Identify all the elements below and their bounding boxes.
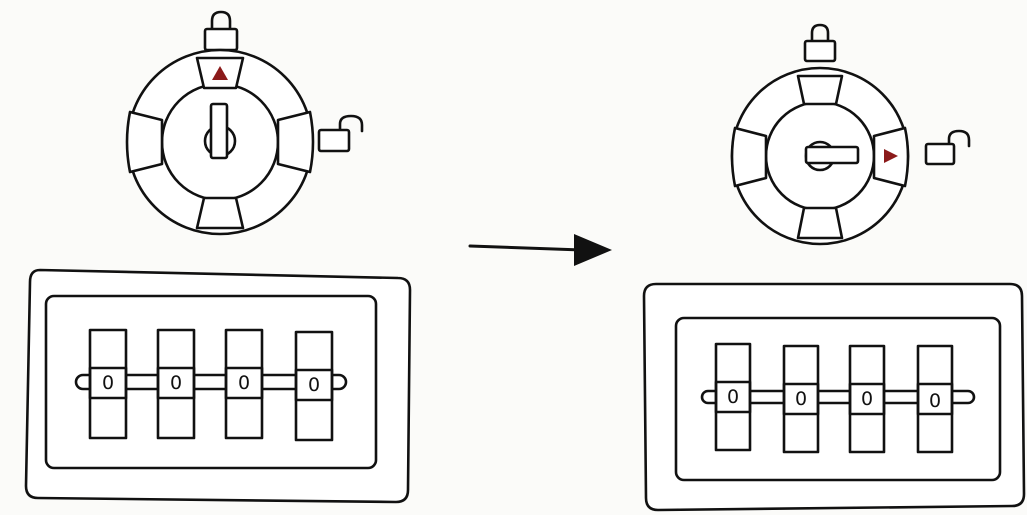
combination-wheel[interactable]: 0 — [782, 344, 820, 454]
padlock-closed-icon — [203, 10, 239, 52]
combination-wheel[interactable]: 0 — [156, 328, 196, 440]
combination-wheel[interactable]: 0 — [916, 344, 954, 454]
dial-knob[interactable] — [209, 102, 229, 160]
combination-wheel[interactable]: 0 — [88, 328, 128, 440]
wheel-digit: 0 — [102, 372, 114, 394]
combination-lock: 0 0 0 0 — [642, 282, 1026, 512]
dial-segment-left — [730, 126, 768, 188]
dial-segment-left — [125, 110, 164, 174]
wheel-digit: 0 — [929, 390, 941, 412]
padlock-open-icon — [924, 129, 971, 166]
combination-wheel[interactable]: 0 — [848, 344, 886, 454]
wheel-digit: 0 — [170, 372, 182, 394]
before-panel: 0 0 0 0 — [24, 10, 412, 504]
dial-segment-top — [796, 74, 844, 106]
wheel-digit: 0 — [861, 388, 873, 410]
combination-lock: 0 0 0 0 — [24, 268, 412, 504]
dial-segment-bottom — [195, 196, 245, 230]
after-panel: 0 0 0 0 — [642, 23, 1026, 512]
wheel-digit: 0 — [308, 374, 320, 396]
dial-pointer — [212, 66, 228, 80]
dial-pointer — [884, 149, 898, 163]
dial-segment-right — [276, 110, 315, 174]
padlock-closed-icon — [803, 23, 837, 63]
combination-wheel[interactable]: 0 — [224, 328, 264, 440]
combination-wheel[interactable]: 0 — [714, 342, 752, 452]
dial-segment-bottom — [796, 206, 844, 240]
combination-wheel[interactable]: 0 — [294, 330, 334, 442]
rotary-dial[interactable] — [730, 66, 910, 246]
padlock-open-icon — [317, 114, 364, 153]
rotary-dial[interactable] — [125, 48, 315, 236]
right-arrow-icon — [468, 234, 612, 266]
wheel-digit: 0 — [795, 388, 807, 410]
dial-knob[interactable] — [804, 145, 860, 165]
wheel-digit: 0 — [238, 372, 250, 394]
wheel-digit: 0 — [727, 386, 739, 408]
